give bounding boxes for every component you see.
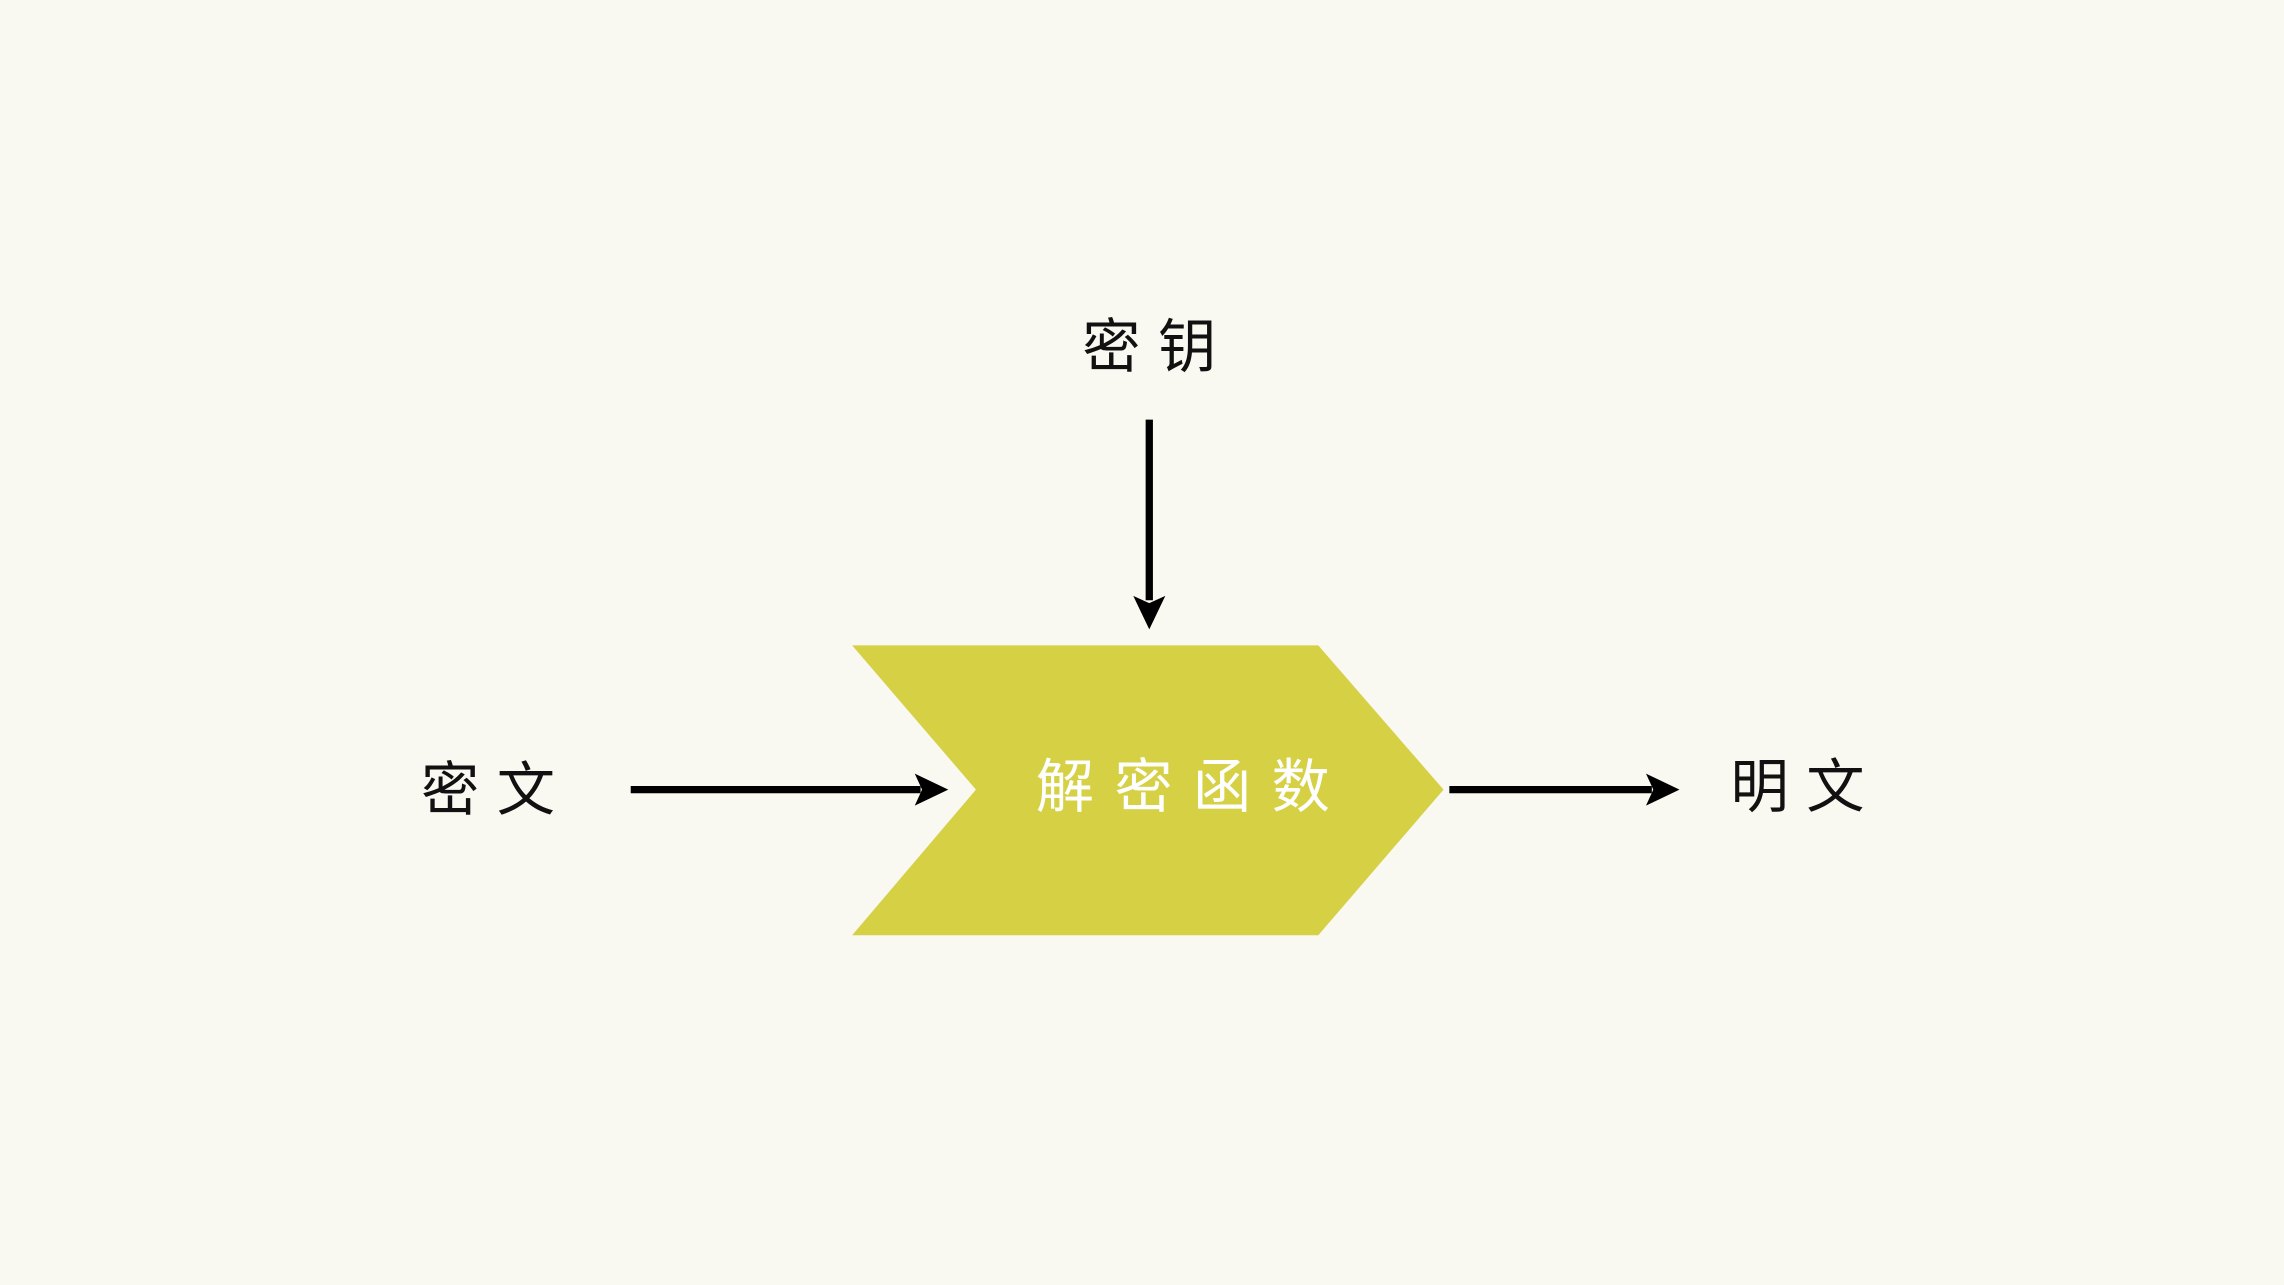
key-arrow <box>1133 419 1166 630</box>
decryption-function-chevron <box>852 645 1444 936</box>
plaintext-arrow <box>1449 773 1680 806</box>
decryption-function-label: 解密函数 <box>1036 753 1351 821</box>
plaintext-label: 明文 <box>1730 753 1881 821</box>
ciphertext-label: 密文 <box>421 756 572 824</box>
key-label: 密钥 <box>1082 313 1233 381</box>
ciphertext-arrow <box>630 773 949 806</box>
